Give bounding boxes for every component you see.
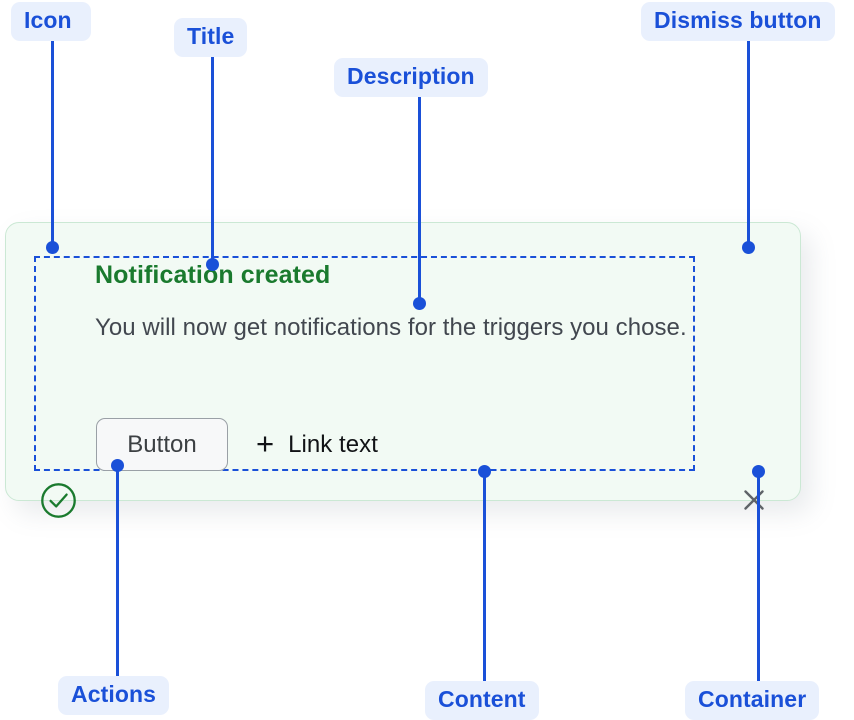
leader-line-dismiss: [747, 41, 750, 247]
action-link[interactable]: + Link text: [256, 426, 378, 461]
notification-description: You will now get notifications for the t…: [95, 314, 687, 341]
leader-line-actions: [116, 465, 119, 676]
leader-dot-dismiss: [742, 241, 755, 254]
leader-line-title: [211, 57, 214, 264]
leader-dot-title: [206, 258, 219, 271]
leader-line-icon: [51, 41, 54, 247]
action-link-label: Link text: [288, 430, 378, 458]
annotation-label-description: Description: [334, 58, 488, 97]
leader-dot-description: [413, 297, 426, 310]
annotation-label-dismiss: Dismiss button: [641, 2, 835, 41]
leader-line-content: [483, 471, 486, 681]
leader-line-description: [418, 97, 421, 303]
annotation-label-content: Content: [425, 681, 539, 720]
plus-icon: +: [256, 426, 275, 461]
leader-dot-actions: [111, 459, 124, 472]
annotation-label-actions: Actions: [58, 676, 170, 715]
leader-dot-content: [478, 465, 491, 478]
annotation-label-title: Title: [174, 18, 248, 57]
annotation-label-container: Container: [685, 681, 820, 720]
dismiss-button[interactable]: [739, 485, 769, 515]
close-icon: [739, 490, 769, 518]
leader-line-container: [757, 471, 760, 681]
annotation-label-icon: Icon: [11, 2, 91, 41]
check-circle-icon: [40, 482, 77, 519]
leader-dot-container: [752, 465, 765, 478]
notification-actions: Button + Link text: [96, 418, 378, 471]
leader-dot-icon: [46, 241, 59, 254]
